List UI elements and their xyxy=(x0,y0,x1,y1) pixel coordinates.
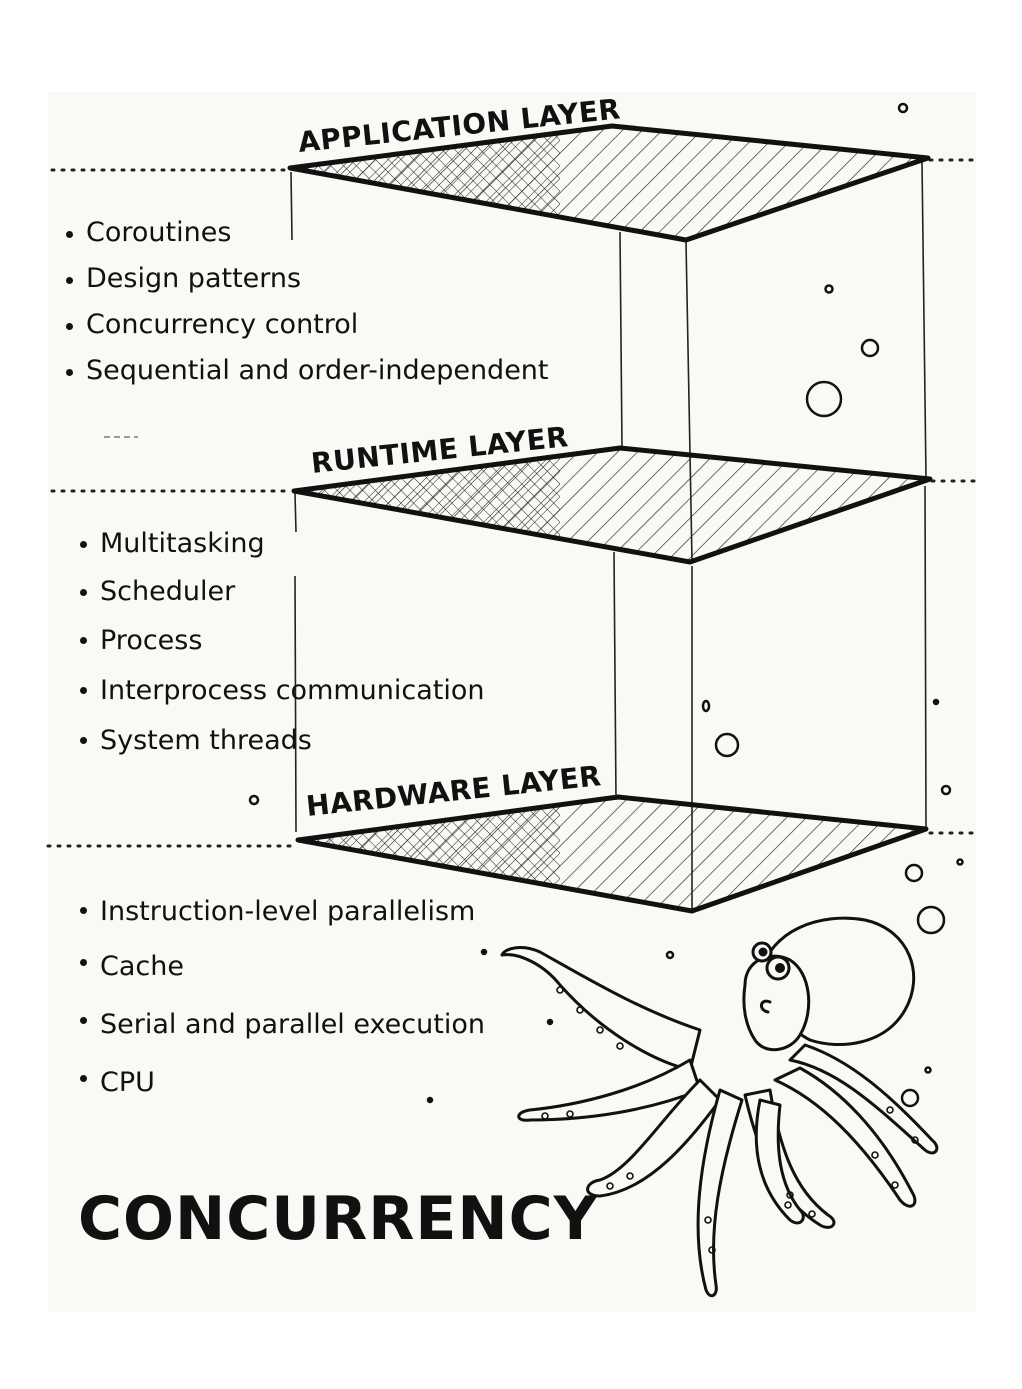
page-title: CONCURRENCY xyxy=(78,1184,599,1254)
list-item: Multitasking xyxy=(80,520,485,568)
runtime-plane xyxy=(291,445,933,565)
dotted-guides xyxy=(46,158,977,848)
application-plane xyxy=(287,123,931,243)
list-item: Cache xyxy=(80,938,485,996)
list-item: Serial and parallel execution xyxy=(80,996,485,1054)
list-item: Concurrency control xyxy=(66,302,549,348)
list-item: Scheduler xyxy=(80,568,485,616)
list-item: Process xyxy=(80,616,485,666)
runtime-layer-list: Multitasking Scheduler Process Interproc… xyxy=(80,520,485,766)
list-item: System threads xyxy=(80,716,485,766)
list-item: CPU xyxy=(80,1054,485,1112)
hardware-plane xyxy=(295,794,929,914)
list-item: Instruction-level parallelism xyxy=(80,886,485,938)
list-item: Coroutines xyxy=(66,210,549,256)
bubble-icon xyxy=(248,102,964,1108)
list-item: Interprocess communication xyxy=(80,666,485,716)
octopus-icon xyxy=(500,916,939,1298)
list-item: Sequential and order-independent xyxy=(66,348,549,394)
application-layer-list: Coroutines Design patterns Concurrency c… xyxy=(66,210,549,394)
hardware-layer-list: Instruction-level parallelism Cache Seri… xyxy=(80,886,485,1112)
list-item: Design patterns xyxy=(66,256,549,302)
